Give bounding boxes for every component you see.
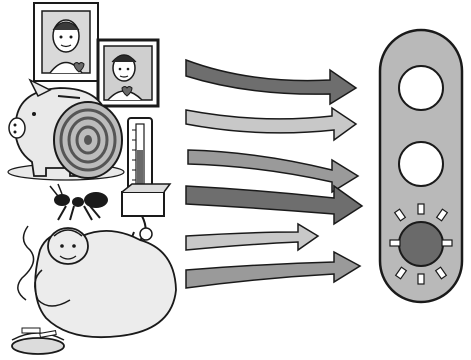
- blood-pressure-monitor-icon: [121, 117, 172, 243]
- arrow-4: [185, 184, 364, 226]
- arrows-group: [185, 58, 364, 289]
- traffic-light-middle-lamp: [398, 141, 444, 187]
- traffic-light-top-lamp: [398, 65, 444, 111]
- ant-icon: [49, 183, 108, 221]
- traffic-light-bottom-lamp: [398, 221, 444, 267]
- ashtray-cigarette-icon: [11, 327, 65, 355]
- lamp-glow-rays: [389, 203, 453, 285]
- overweight-person-icon: [17, 225, 177, 339]
- arrow-1: [185, 58, 358, 106]
- traffic-light: [378, 28, 464, 304]
- family-portrait-icon: [33, 2, 160, 108]
- arrow-2: [185, 106, 358, 142]
- arrow-3: [187, 149, 360, 194]
- arrow-5: [185, 222, 320, 252]
- arrow-6: [185, 250, 362, 289]
- cake-roll-icon: [53, 101, 123, 179]
